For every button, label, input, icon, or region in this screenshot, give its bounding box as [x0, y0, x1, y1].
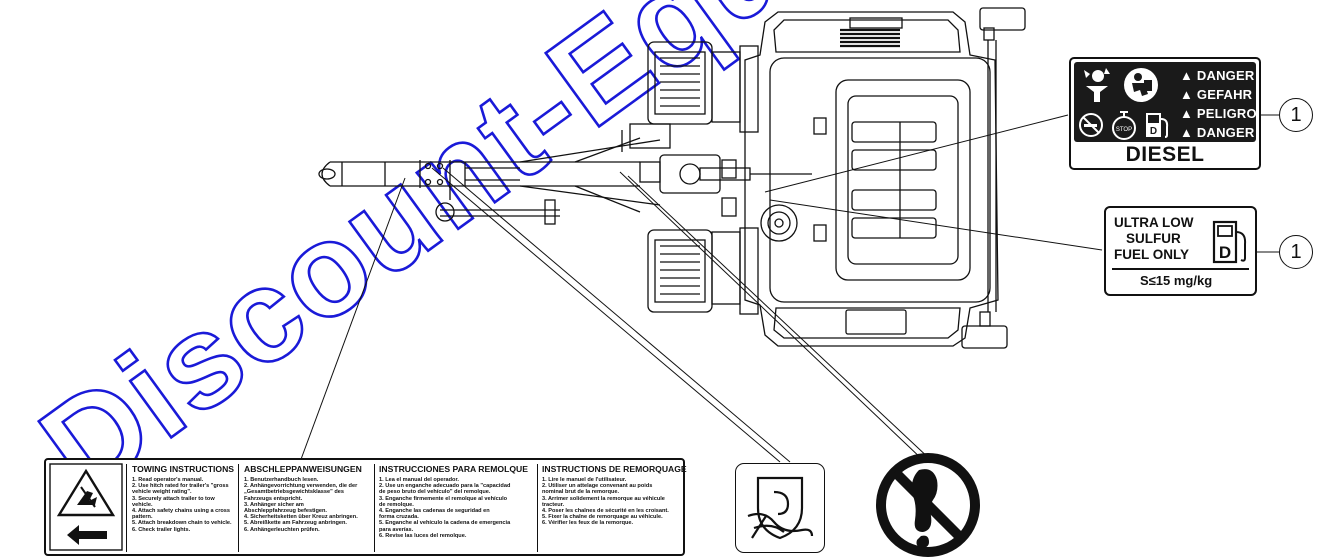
- towing-heading-de: ABSCHLEPPANWEISUNGEN: [244, 464, 362, 474]
- diesel-decal-warning-panel: STOP D ▲ DANGER ▲ GEFAHR ▲ PELIGRO ▲ DAN…: [1074, 62, 1257, 142]
- warning-triangle-icon: ▲: [1180, 125, 1194, 140]
- no-step-icon: [876, 453, 980, 557]
- arrow-left-icon: [67, 525, 107, 545]
- ulsd-divider: [1112, 268, 1249, 270]
- diesel-label: DIESEL: [1125, 143, 1205, 166]
- warning-text-es: PELIGRO: [1196, 106, 1257, 121]
- tow-bar: [318, 137, 661, 225]
- hose-reel-icon: [747, 476, 814, 540]
- column-divider: [537, 464, 538, 552]
- warning-triangle-icon: ▲: [1180, 106, 1194, 121]
- read-manual-icon: [1124, 68, 1158, 102]
- center-hub: [639, 154, 812, 194]
- column-divider: [374, 464, 375, 552]
- column-divider: [126, 464, 127, 552]
- towing-text-en: 1. Read operator's manual. 2. Use hitch …: [132, 477, 232, 533]
- diesel-pump-icon: D: [1146, 113, 1169, 138]
- diesel-pump-icon: D: [1212, 220, 1247, 264]
- towing-column-de: ABSCHLEPPANWEISUNGEN 1. Benutzerhandbuch…: [244, 464, 372, 552]
- towing-column-fr: INSTRUCTIONS DE REMORQUAGE 1. Lire le ma…: [542, 464, 687, 552]
- towing-text-fr: 1. Lire le manuel de l'utilisateur. 2. U…: [542, 477, 669, 527]
- upper-engine: [621, 41, 759, 152]
- ultra-low-sulfur-decal: ULTRA LOW SULFUR FUEL ONLY D S≤15 mg/kg: [1104, 206, 1257, 296]
- diesel-danger-decal: STOP D ▲ DANGER ▲ GEFAHR ▲ PELIGRO ▲ DAN…: [1069, 57, 1261, 170]
- explosion-person-icon: [1084, 68, 1110, 102]
- column-divider: [238, 464, 239, 552]
- towing-heading-fr: INSTRUCTIONS DE REMORQUAGE: [542, 464, 687, 474]
- hose-reel-decal: [735, 463, 825, 553]
- towing-heading-en: TOWING INSTRUCTIONS: [132, 464, 235, 474]
- stop-engine-icon: STOP: [1112, 111, 1136, 140]
- warning-text-de: GEFAHR: [1196, 87, 1253, 102]
- ulsd-line-1: ULTRA LOW: [1114, 215, 1194, 230]
- towing-column-es: INSTRUCCIONES PARA REMOLQUE 1. Lea el ma…: [379, 464, 534, 552]
- warning-text-fr: DANGER: [1196, 125, 1255, 140]
- leader-lines: [299, 114, 1279, 463]
- callout-1-ulsd: 1: [1279, 235, 1313, 269]
- warning-triangle-icon: ▲: [1180, 87, 1194, 102]
- lower-engine: [647, 227, 759, 315]
- no-smoking-icon: [1079, 113, 1103, 137]
- towing-heading-es: INSTRUCCIONES PARA REMOLQUE: [379, 464, 528, 474]
- towing-text-es: 1. Lea el manual del operador. 2. Use un…: [379, 477, 511, 539]
- towing-column-en: TOWING INSTRUCTIONS 1. Read operator's m…: [132, 464, 236, 552]
- svg-text:D: D: [1150, 126, 1157, 137]
- ulsd-spec: S≤15 mg/kg: [1140, 273, 1213, 288]
- towing-text-de: 1. Benutzerhandbuch lesen. 2. Anhängevor…: [244, 477, 358, 533]
- callout-1-diesel: 1: [1279, 98, 1313, 132]
- ulsd-line-2: SULFUR: [1126, 231, 1181, 246]
- no-step-decal: [876, 453, 980, 557]
- warning-triangle-icon: ▲: [1180, 68, 1194, 83]
- hand-crush-icon: [56, 468, 116, 517]
- svg-text:D: D: [1219, 243, 1231, 262]
- ulsd-line-3: FUEL ONLY: [1114, 247, 1190, 262]
- towing-decal-icon-panel: [49, 463, 123, 551]
- svg-text:STOP: STOP: [1116, 127, 1132, 133]
- warning-text-en: DANGER: [1196, 68, 1255, 83]
- machine-body: [721, 7, 1026, 349]
- towing-instructions-decal: TOWING INSTRUCTIONS 1. Read operator's m…: [44, 458, 687, 556]
